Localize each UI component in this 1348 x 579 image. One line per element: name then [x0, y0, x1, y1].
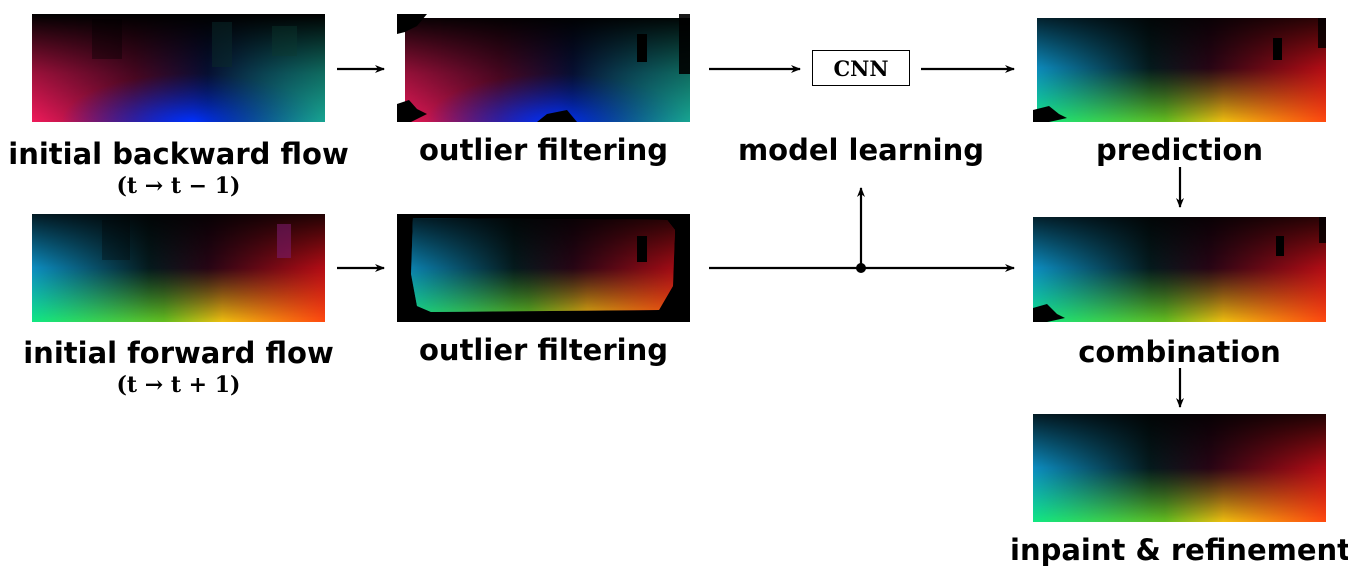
outlier-filtering-backward-image	[397, 14, 690, 122]
outlier-filtering-forward-label: outlier filtering	[419, 333, 668, 367]
prediction-label: prediction	[1096, 133, 1263, 167]
outlier-filtering-forward-image	[397, 214, 690, 322]
initial-forward-flow-image	[32, 214, 325, 322]
initial-backward-flow-image	[32, 14, 325, 122]
cnn-label: CNN	[833, 55, 889, 81]
inpaint-refinement-label: inpaint & refinement	[1010, 533, 1348, 567]
prediction-image	[1033, 14, 1326, 122]
initial-backward-flow-label: initial backward flow	[8, 137, 349, 171]
cnn-box: CNN	[812, 50, 910, 86]
inpaint-refinement-image	[1033, 414, 1326, 522]
combination-label: combination	[1078, 335, 1281, 369]
model-learning-label: model learning	[737, 133, 985, 167]
initial-forward-flow-sublabel: (t → t + 1)	[116, 372, 241, 398]
initial-forward-flow-label: initial forward flow	[23, 336, 334, 370]
combination-image	[1033, 214, 1326, 322]
outlier-filtering-backward-label: outlier filtering	[419, 133, 668, 167]
initial-backward-flow-sublabel: (t → t − 1)	[116, 173, 241, 199]
